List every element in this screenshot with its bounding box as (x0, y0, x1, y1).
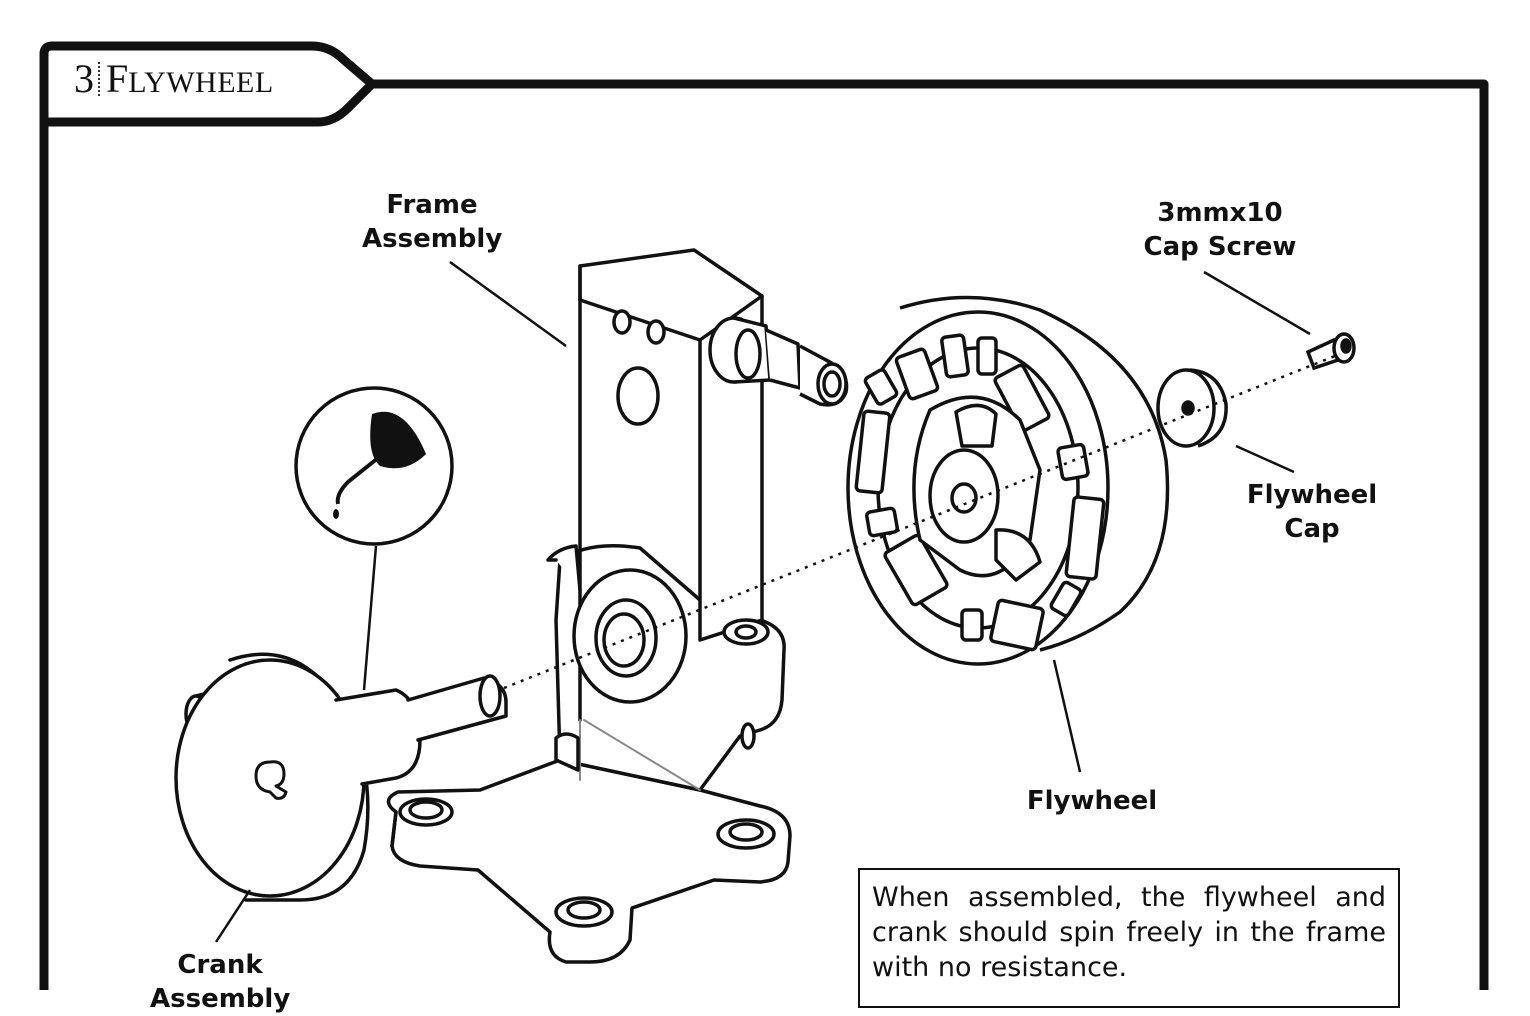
crank-assembly-label-line2: Assembly (150, 984, 291, 1014)
assembly-axis-line (503, 352, 1341, 690)
section-title: 3 F LYWHEEL (74, 56, 274, 102)
cap-screw-label-line1: 3mmx10 (1157, 198, 1283, 228)
leader-lines (214, 260, 1311, 943)
flywheel-cap-part (1156, 368, 1228, 448)
flywheel-label: Flywheel (1026, 786, 1158, 816)
cap-screw-part (1305, 332, 1356, 371)
section-title-separator (98, 62, 100, 96)
frame-assembly-label-line2: Assembly (362, 224, 503, 254)
assembly-diagram (39, 41, 1489, 990)
oil-can-icon (294, 386, 454, 546)
assembly-note-text: When assembled, the flywheel and crank s… (872, 882, 1386, 983)
frame-assembly-label-line1: Frame (386, 190, 478, 220)
step-frame-border (39, 41, 1489, 990)
assembly-step-page: 3 F LYWHEEL Frame Assembly 3mmx10 Cap Sc… (39, 41, 1489, 1014)
crank-assembly-label: Crank Assembly (150, 948, 290, 1016)
section-title-initial: F (106, 56, 129, 101)
flywheel-cap-label-line1: Flywheel (1246, 480, 1378, 510)
section-title-rest: LYWHEEL (128, 66, 274, 99)
flywheel-part (846, 295, 1170, 666)
section-number: 3 (74, 56, 94, 101)
frame-assembly-label: Frame Assembly (362, 188, 502, 256)
cap-screw-label-line2: Cap Screw (1143, 232, 1297, 262)
flywheel-cap-label-line2: Cap (1284, 514, 1340, 544)
crank-assembly-label-line1: Crank (177, 950, 263, 980)
air-fitting-part (708, 316, 849, 407)
assembly-note-box: When assembled, the flywheel and crank s… (858, 868, 1400, 1008)
crank-assembly-part (174, 652, 508, 902)
frame-assembly-part (386, 248, 792, 964)
cap-screw-label: 3mmx10 Cap Screw (1140, 196, 1300, 264)
flywheel-cap-label: Flywheel Cap (1240, 478, 1384, 546)
